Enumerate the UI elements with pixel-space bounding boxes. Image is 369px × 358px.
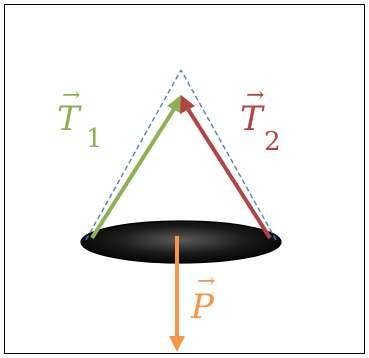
t2-arrowhead [180, 95, 195, 114]
t1-label: → T 1 [57, 83, 103, 154]
p-label-arrow: → [197, 269, 215, 294]
t1-label-arrow: → [62, 83, 80, 108]
t1-label-subscript: 1 [86, 124, 103, 154]
p-arrowhead [169, 336, 185, 352]
dashed-line-left [85, 69, 182, 241]
disk [80, 220, 282, 264]
t2-vector-arrow [184, 104, 272, 240]
t2-label: → T 2 [240, 83, 281, 157]
p-label: → P [190, 269, 215, 327]
t2-label-subscript: 2 [264, 127, 281, 157]
p-label-symbol: P [190, 287, 215, 327]
frame-border [4, 4, 365, 354]
t1-arrowhead [167, 95, 182, 114]
t1-label-symbol: T [57, 99, 82, 139]
t2-label-symbol: T [240, 99, 265, 139]
t2-label-arrow: → [246, 83, 264, 108]
t1-vector-arrow [90, 104, 178, 240]
dashed-line-right [180, 69, 277, 241]
